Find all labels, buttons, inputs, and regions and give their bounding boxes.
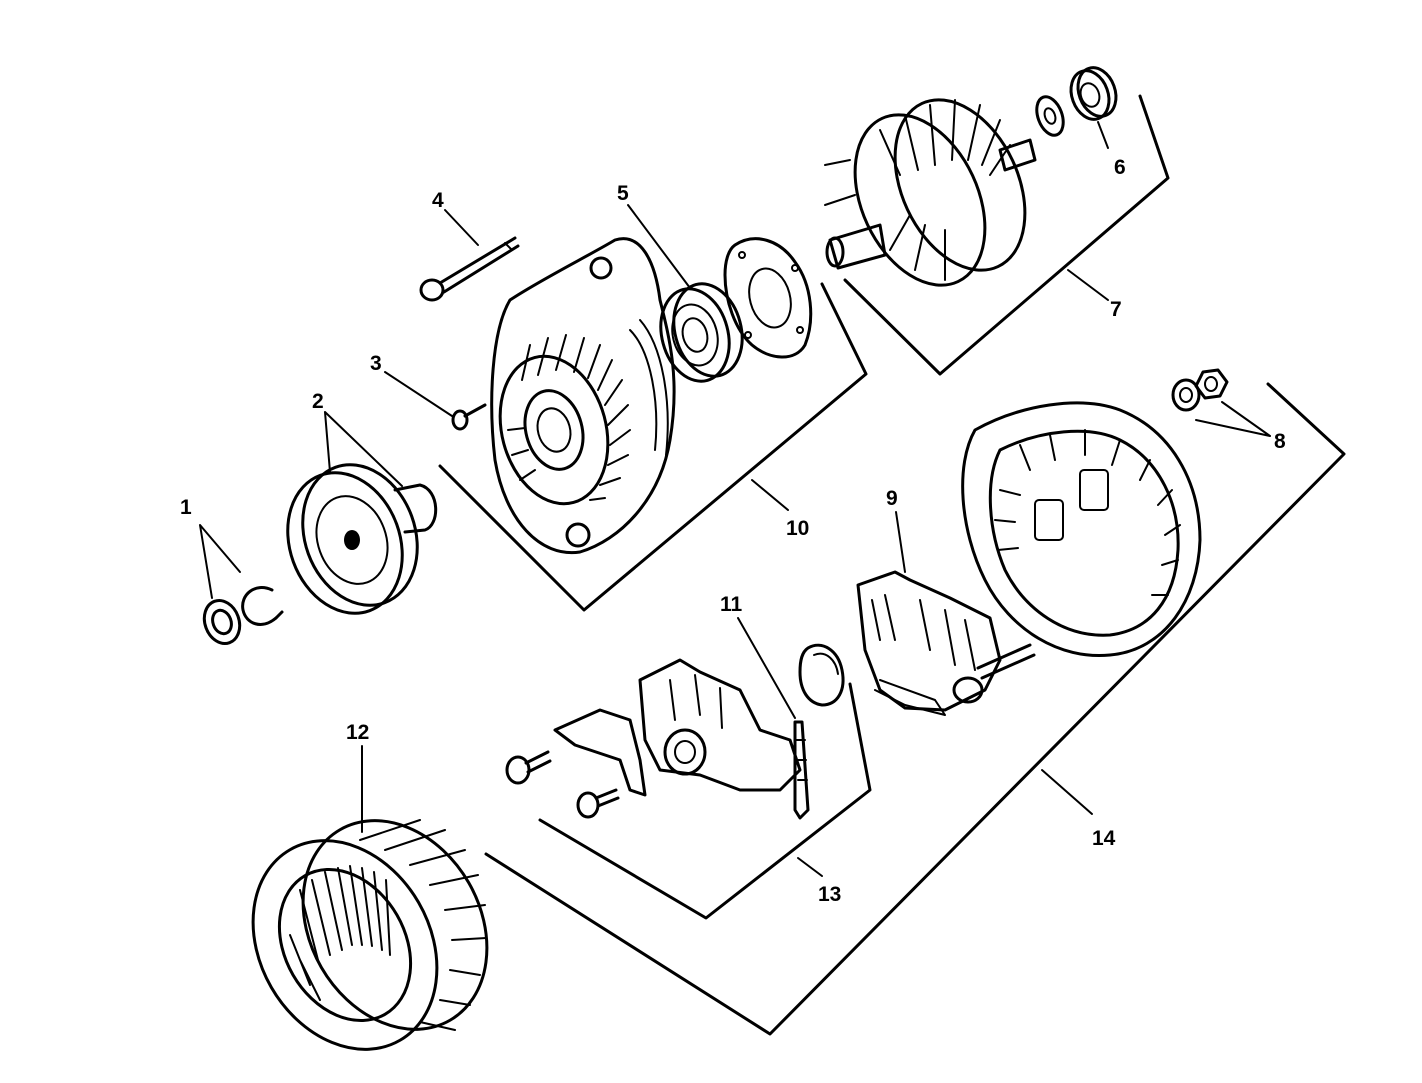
part-5-bearing — [659, 282, 744, 383]
callout-14: 14 — [1092, 827, 1116, 850]
part-1-nut-washer — [202, 586, 284, 645]
callout-6: 6 — [1114, 156, 1126, 179]
part-14-rear-housing — [961, 401, 1202, 658]
part-10-drive-end-housing — [490, 237, 676, 555]
callout-labels: 1 2 3 4 5 6 7 8 9 10 11 12 13 14 — [180, 156, 1286, 906]
callout-1: 1 — [180, 496, 192, 519]
callout-9: 9 — [886, 487, 898, 510]
callout-4: 4 — [432, 189, 444, 212]
callout-3: 3 — [370, 352, 382, 375]
part-8-nuts — [1171, 368, 1229, 412]
part-13-regulator — [505, 658, 802, 819]
part-12-stator — [251, 819, 489, 1051]
callout-7: 7 — [1110, 298, 1122, 321]
callout-12: 12 — [346, 721, 369, 744]
snap-ring — [798, 643, 845, 707]
callout-5: 5 — [617, 182, 629, 205]
brackets — [438, 94, 1346, 1036]
part-7-rotor — [824, 95, 1065, 287]
part-11-brush — [793, 720, 810, 820]
callout-11: 11 — [720, 593, 743, 616]
callout-2: 2 — [312, 390, 324, 413]
bearing-retainer-plate — [723, 237, 813, 359]
leader-lines — [199, 121, 1271, 833]
part-4-through-bolt — [419, 236, 520, 302]
part-6-rear-bearing — [1069, 66, 1118, 121]
callout-8: 8 — [1274, 430, 1286, 453]
part-3-screw — [451, 403, 487, 431]
callout-10: 10 — [786, 517, 809, 540]
part-2-pulley — [286, 463, 438, 615]
callout-13: 13 — [818, 883, 841, 906]
part-9-rectifier — [856, 570, 1036, 716]
